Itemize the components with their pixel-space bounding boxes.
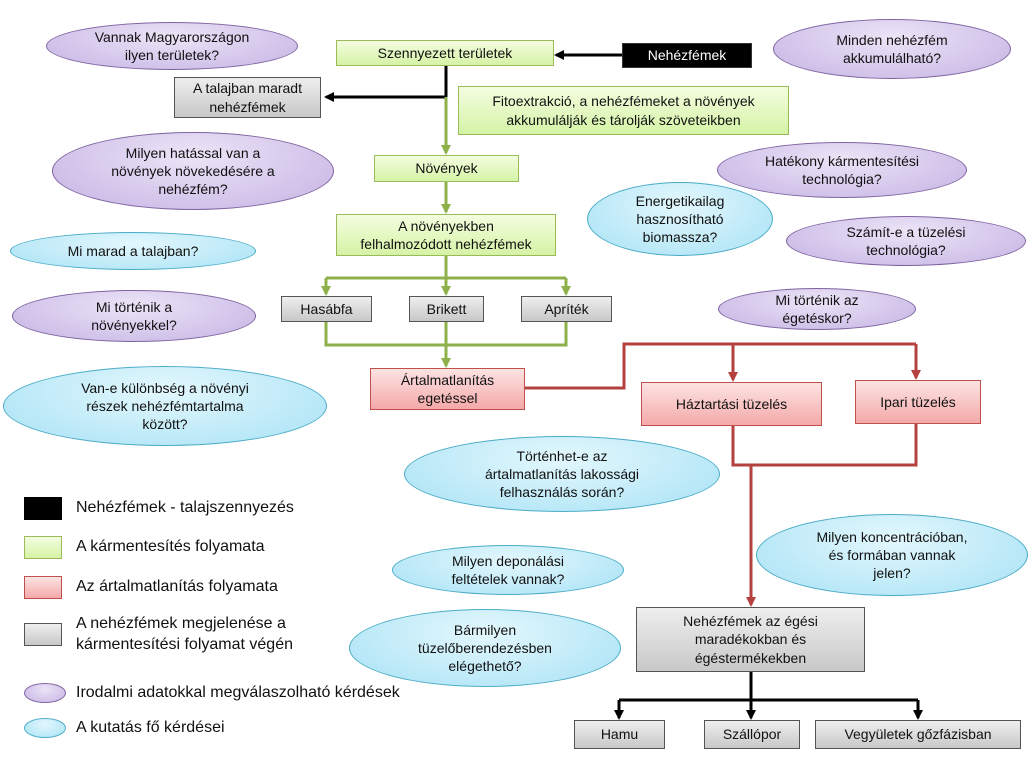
node-egesi: Nehézfémek az égési maradékokban és égés…	[636, 607, 865, 672]
question-hatas: Milyen hatással van a növények növekedés…	[52, 132, 334, 210]
legend-swatch-grey	[24, 623, 62, 646]
node-fitoextrakcio: Fitoextrakció, a nehézfémeket a növények…	[458, 86, 789, 135]
node-szallopor: Szállópor	[704, 720, 800, 749]
question-barmilyen: Bármilyen tüzelőberendezésben elégethető…	[349, 609, 621, 687]
legend-label-blue: A kutatás fő kérdései	[76, 719, 225, 736]
question-magyarorszag: Vannak Magyarországon ilyen területek?	[46, 22, 298, 70]
node-hasabfa: Hasábfa	[281, 296, 372, 322]
question-deponalasi: Milyen deponálási feltételek vannak?	[392, 545, 624, 595]
node-ipari: Ipari tüzelés	[855, 380, 981, 424]
node-brikett: Brikett	[409, 296, 484, 322]
legend-label-red: Az ártalmatlanítás folyamata	[76, 578, 278, 595]
question-tuzelesi-tech: Számít-e a tüzelési technológia?	[786, 216, 1026, 266]
question-energetikai: Energetikailag hasznosítható biomassza?	[587, 182, 773, 256]
node-vegyuletek: Vegyületek gőzfázisban	[815, 720, 1021, 749]
legend-swatch-green	[24, 536, 62, 559]
legend-swatch-black	[24, 497, 62, 520]
node-nehezfemek: Nehézfémek	[622, 43, 752, 68]
question-egeteskor: Mi történik az égetéskor?	[718, 288, 916, 330]
red-branch	[525, 342, 916, 390]
node-apritek: Apríték	[521, 296, 612, 322]
question-tortenik-noveny: Mi történik a növényekkel?	[12, 290, 256, 342]
question-marad: Mi marad a talajban?	[10, 232, 256, 270]
legend-label-black: Nehézfémek - talajszennyezés	[76, 499, 294, 516]
node-talajban: A talajban maradt nehézfémek	[174, 77, 321, 118]
question-hatekony: Hatékony kármentesítési technológia?	[717, 142, 967, 198]
node-szennyezett: Szennyezett területek	[336, 40, 554, 66]
arrow-szennyezett-to-talaj	[324, 66, 448, 102]
legend-swatch-red	[24, 576, 62, 599]
legend-label-grey: A nehézfémek megjelenése a kármentesítés…	[76, 615, 293, 653]
red-merge	[731, 424, 918, 467]
node-novenyek: Növények	[374, 155, 519, 182]
node-haztartasi: Háztartási tüzelés	[641, 382, 822, 426]
question-lakossagi: Történhet-e az ártalmatlanítás lakossági…	[404, 436, 720, 512]
question-kulonbseg: Van-e különbség a növényi részek nehézfé…	[3, 366, 327, 446]
question-koncentracio: Milyen koncentrációban, és formában vann…	[756, 514, 1028, 596]
legend-swatch-blue	[24, 718, 66, 738]
legend-label-green: A kármentesítés folyamata	[76, 538, 265, 555]
legend-label-purple: Irodalmi adatokkal megválaszolható kérdé…	[76, 684, 400, 701]
legend-swatch-purple	[24, 683, 66, 703]
node-artalmatlanitas: Ártalmatlanítás egetéssel	[370, 368, 525, 410]
node-hamu: Hamu	[574, 720, 665, 749]
node-felhalmozodott: A növényekben felhalmozódott nehézfémek	[336, 214, 556, 256]
question-minden: Minden nehézfém akkumulálható?	[773, 19, 1011, 79]
